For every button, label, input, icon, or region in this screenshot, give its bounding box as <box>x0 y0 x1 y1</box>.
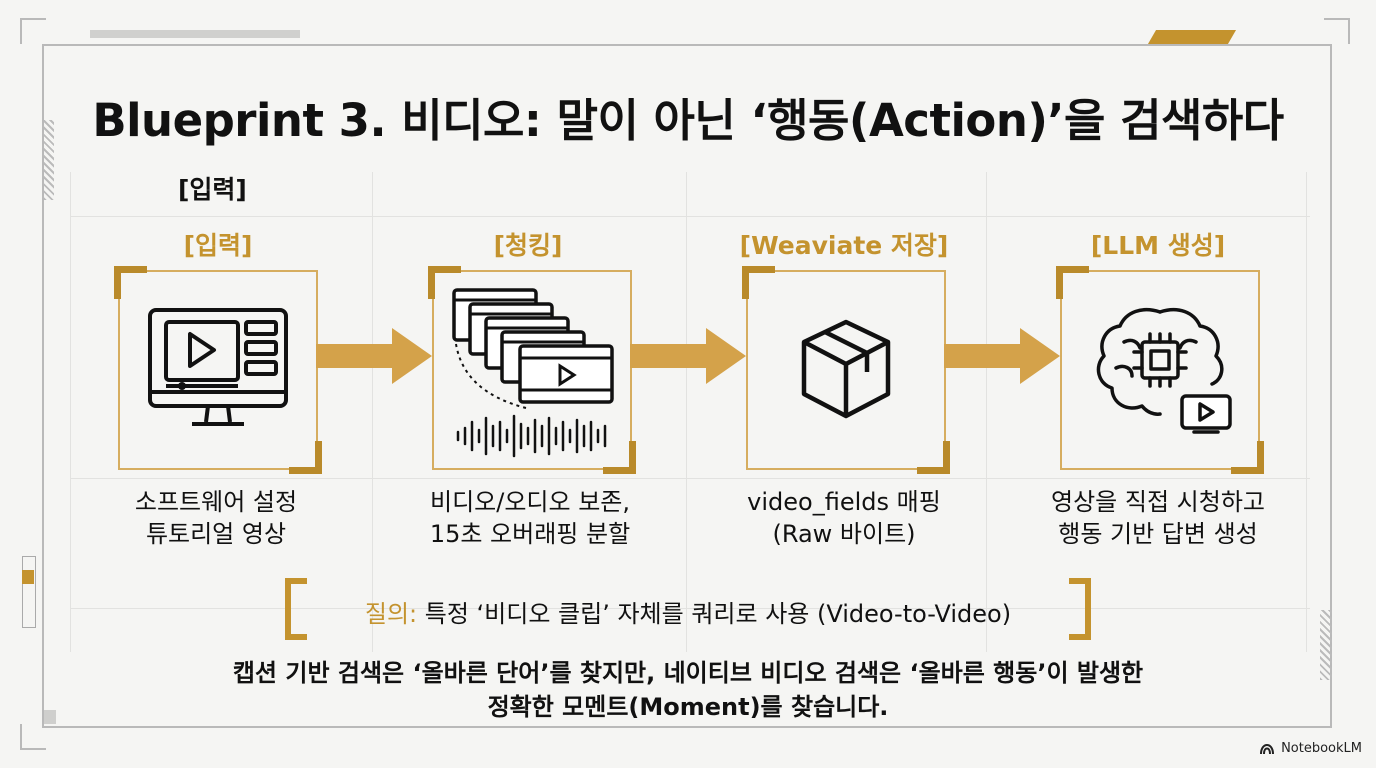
monitor-video-icon <box>148 308 288 426</box>
side-tab-left <box>22 556 36 628</box>
brain-chip-video-icon <box>1096 307 1232 434</box>
gold-tab-decoration <box>1147 30 1237 44</box>
arrow-weaviate-to-llm <box>944 328 1060 384</box>
page-title: Blueprint 3. 비디오: 말이 아닌 ‘행동(Action)’을 검색… <box>92 94 1284 147</box>
notebooklm-logo-icon <box>1260 743 1275 754</box>
brand-watermark: NotebookLM <box>1259 741 1362 756</box>
corner-square-decoration <box>44 710 56 724</box>
stage-title-llm: [LLM 생성] <box>1090 231 1226 260</box>
query-text: 질의: 특정 ‘비디오 클립’ 자체를 쿼리로 사용 (Video-to-Vid… <box>285 594 1091 629</box>
stage-box-input <box>114 266 322 474</box>
stage-box-chunking <box>428 266 636 474</box>
video-frames-waveform-icon <box>452 288 614 458</box>
box-icon <box>801 319 891 419</box>
top-bar-decoration <box>90 30 300 38</box>
query-prefix: 질의: <box>364 600 418 628</box>
hatch-decoration-left <box>44 120 54 200</box>
stage-title-weaviate: [Weaviate 저장] <box>739 231 949 260</box>
top-input-label: [입력] <box>178 175 247 204</box>
query-body: 특정 ‘비디오 클립’ 자체를 쿼리로 사용 (Video-to-Video) <box>424 600 1012 628</box>
side-tab-left-accent <box>22 570 34 584</box>
query-box: 질의: 특정 ‘비디오 클립’ 자체를 쿼리로 사용 (Video-to-Vid… <box>285 578 1091 640</box>
bottom-explanation: 캡션 기반 검색은 ‘올바른 단어’를 찾지만, 네이티브 비디오 검색은 ‘올… <box>232 659 1144 721</box>
arrow-chunking-to-weaviate <box>630 328 746 384</box>
stage-box-llm <box>1056 266 1264 474</box>
arrow-input-to-chunking <box>316 328 432 384</box>
stage-title-chunking: [청킹] <box>493 231 563 260</box>
stage-title-input: [입력] <box>183 231 253 260</box>
caption-chunking: 비디오/오디오 보존,15초 오버래핑 분할 <box>429 488 631 548</box>
caption-weaviate: video_fields 매핑(Raw 바이트) <box>747 488 941 548</box>
hatch-decoration-right <box>1320 610 1332 680</box>
stage-box-weaviate <box>742 266 950 474</box>
